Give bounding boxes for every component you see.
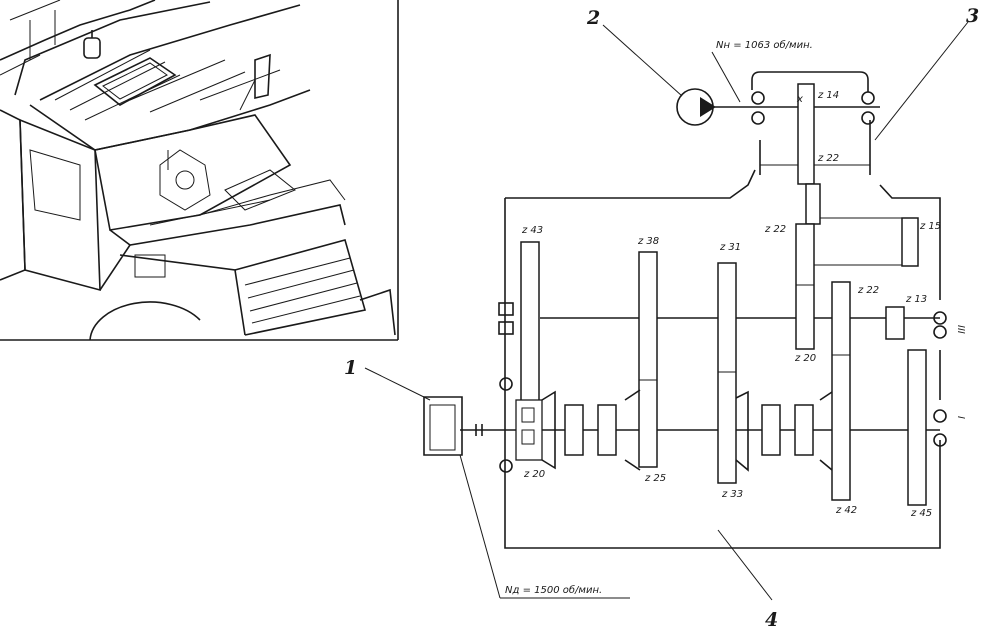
- callout-2: 2: [586, 7, 600, 29]
- bearing-pump-right: [861, 91, 875, 125]
- bearing-right-lower: [933, 409, 947, 447]
- bearing-right-upper: [933, 311, 947, 339]
- label-z20-top: z 20: [794, 353, 816, 364]
- shaft-marks: III I x: [796, 94, 966, 419]
- bearing-input-upper: [499, 377, 513, 473]
- mark-upper: III: [955, 325, 966, 334]
- gear-z38: [638, 251, 658, 468]
- label-z38: z 38: [637, 236, 659, 247]
- shafts: [460, 120, 940, 431]
- label-z22-low: z 22: [857, 285, 879, 296]
- label-z31: z 31: [719, 242, 741, 253]
- bearing-input-clutch: [498, 302, 514, 335]
- label-z25: z 25: [644, 473, 666, 484]
- label-z20-low: z 20: [523, 469, 545, 480]
- mid-coupling: [735, 390, 833, 472]
- callout-3: 3: [966, 5, 979, 27]
- input-coupling: [515, 389, 641, 471]
- gear-labels: z 14 z 22 z 22 z 15 z 43 z 38 z 31 z 22 …: [521, 90, 941, 519]
- gear-z22-lower: [831, 281, 851, 501]
- label-z22-pump: z 22: [817, 153, 839, 164]
- callout-labels: 1 2 3 4: [344, 5, 979, 631]
- gear-z15: [901, 217, 919, 267]
- gear-z22-middle: [795, 223, 815, 350]
- mark-lower: I: [955, 416, 966, 419]
- label-z15: z 15: [919, 221, 941, 232]
- gear-z31: [717, 262, 737, 484]
- label-z43: z 43: [521, 225, 543, 236]
- leader-lines: [364, 21, 969, 601]
- bearing-pump-left: [751, 91, 765, 125]
- pump-speed-label: Nн = 1063 об/мин.: [716, 39, 813, 51]
- pump-symbol: [676, 88, 716, 126]
- label-z13: z 13: [905, 294, 927, 305]
- label-z42: z 42: [835, 505, 857, 516]
- label-z45: z 45: [910, 508, 932, 519]
- callout-4: 4: [765, 609, 778, 631]
- label-z33: z 33: [721, 489, 743, 500]
- gear-z13: [885, 306, 905, 340]
- truck-illustration: [0, 0, 399, 341]
- speed-annotations: Nн = 1063 об/мин. Nд = 1500 об/мин.: [505, 39, 813, 596]
- engine-flange: [423, 396, 483, 456]
- gearbox-housing: [504, 169, 941, 549]
- gear-z43: [520, 241, 540, 403]
- pump-shaft-x: x: [796, 94, 803, 105]
- gear-z22-upper: [805, 183, 821, 225]
- gear-z45: [907, 349, 927, 506]
- label-z22-mid: z 22: [764, 224, 786, 235]
- callout-1: 1: [344, 357, 357, 379]
- label-z14: z 14: [817, 90, 839, 101]
- engine-speed-label: Nд = 1500 об/мин.: [505, 584, 602, 596]
